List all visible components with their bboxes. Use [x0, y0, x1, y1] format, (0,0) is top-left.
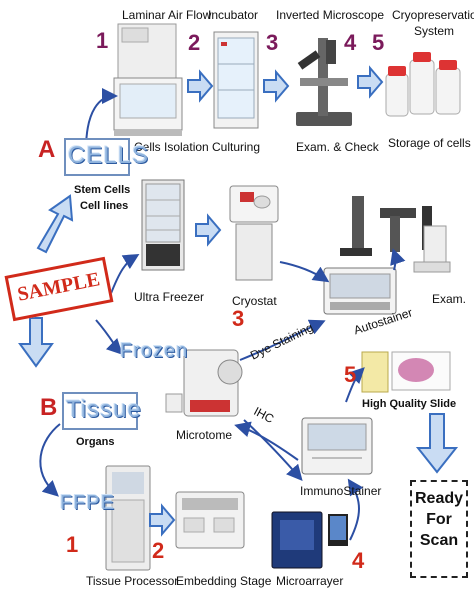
ready-for-scan-box: Ready For Scan: [410, 480, 468, 578]
exam-label: Exam.: [432, 292, 467, 306]
microscopes-illustration: [340, 196, 451, 273]
inverted-microscope-illustration: [296, 38, 352, 126]
top-row-hollow-arrows: [187, 65, 384, 103]
embedding-stage-label: Embedding Stage: [176, 574, 272, 588]
incubator-illustration: [213, 31, 259, 129]
cryopreservation-illustration: [385, 52, 461, 117]
immunostainer-label: ImmunoStainer: [300, 484, 382, 498]
microarrayer-illustration: [271, 511, 348, 569]
cells-word: CELLS: [68, 142, 150, 169]
cryostat-illustration: [229, 185, 279, 281]
ready-line-3: Scan: [419, 532, 459, 549]
freezer-to-cryostat-arrow: [195, 213, 222, 247]
sample-to-tissue-arrow: [18, 317, 54, 368]
cells-box: [64, 138, 130, 176]
inverted-microscope-label: Inverted Microscope: [276, 8, 385, 22]
system-label: System: [414, 24, 455, 38]
incubator-label: Incubator: [208, 8, 259, 22]
ultra-freezer-label: Ultra Freezer: [134, 290, 205, 304]
step-3-middle: 3: [232, 306, 245, 331]
laminar-air-flow-illustration: [113, 23, 183, 136]
ready-line-1: Ready: [414, 490, 464, 507]
step-2-lower: 2: [152, 538, 165, 563]
tissue-box: [62, 392, 138, 430]
organs-label: Organs: [76, 436, 115, 448]
cryostat-label: Cryostat: [232, 294, 277, 308]
microarrayer-label: Microarrayer: [276, 574, 344, 588]
slide-illustration: [361, 351, 451, 393]
ultra-freezer-illustration: [141, 179, 185, 271]
cell-lines-label: Cell lines: [80, 200, 129, 212]
cells-isolation-label: Cells Isolation: [134, 140, 209, 154]
exam-check-label: Exam. & Check: [296, 140, 379, 154]
connector-curves: [39, 88, 406, 541]
step-4-lower: 4: [352, 548, 365, 573]
step-5-top: 5: [372, 30, 385, 55]
frozen-word: Frozen: [120, 340, 189, 362]
microtome-label: Microtome: [176, 428, 233, 442]
step-2-top: 2: [188, 30, 201, 55]
tissue-processor-illustration: [105, 465, 151, 571]
step-1-lower: 1: [66, 532, 79, 557]
high-quality-slide-label: High Quality Slide: [362, 398, 457, 410]
storage-of-cells-label: Storage of cells: [388, 136, 471, 150]
processor-to-embedding-arrow: [149, 503, 176, 537]
step-5-lower: 5: [344, 362, 357, 387]
ffpe-word: FFPE: [60, 492, 116, 514]
culturing-label: Culturing: [212, 140, 261, 154]
slide-to-ready-arrow: [415, 413, 459, 474]
branch-a-letter: A: [38, 136, 56, 163]
autostainer-illustration: [323, 267, 397, 315]
cryopreservation-label: Cryopreservation: [392, 8, 474, 22]
immunostainer-illustration: [301, 417, 373, 475]
step-1-top: 1: [96, 28, 109, 53]
tissue-word: Tissue: [66, 396, 142, 423]
step-4-top: 4: [344, 30, 357, 55]
tissue-processor-label: Tissue Processor: [86, 574, 179, 588]
stem-cells-label: Stem Cells: [74, 184, 131, 196]
laminar-air-flow-label: Laminar Air Flow: [122, 8, 212, 22]
microtome-illustration: [165, 349, 243, 417]
ready-line-2: For: [426, 511, 452, 528]
step-3-top: 3: [266, 30, 279, 55]
sample-to-cells-arrow: [36, 194, 74, 254]
branch-b-letter: B: [40, 394, 58, 421]
embedding-stage-illustration: [175, 491, 245, 549]
